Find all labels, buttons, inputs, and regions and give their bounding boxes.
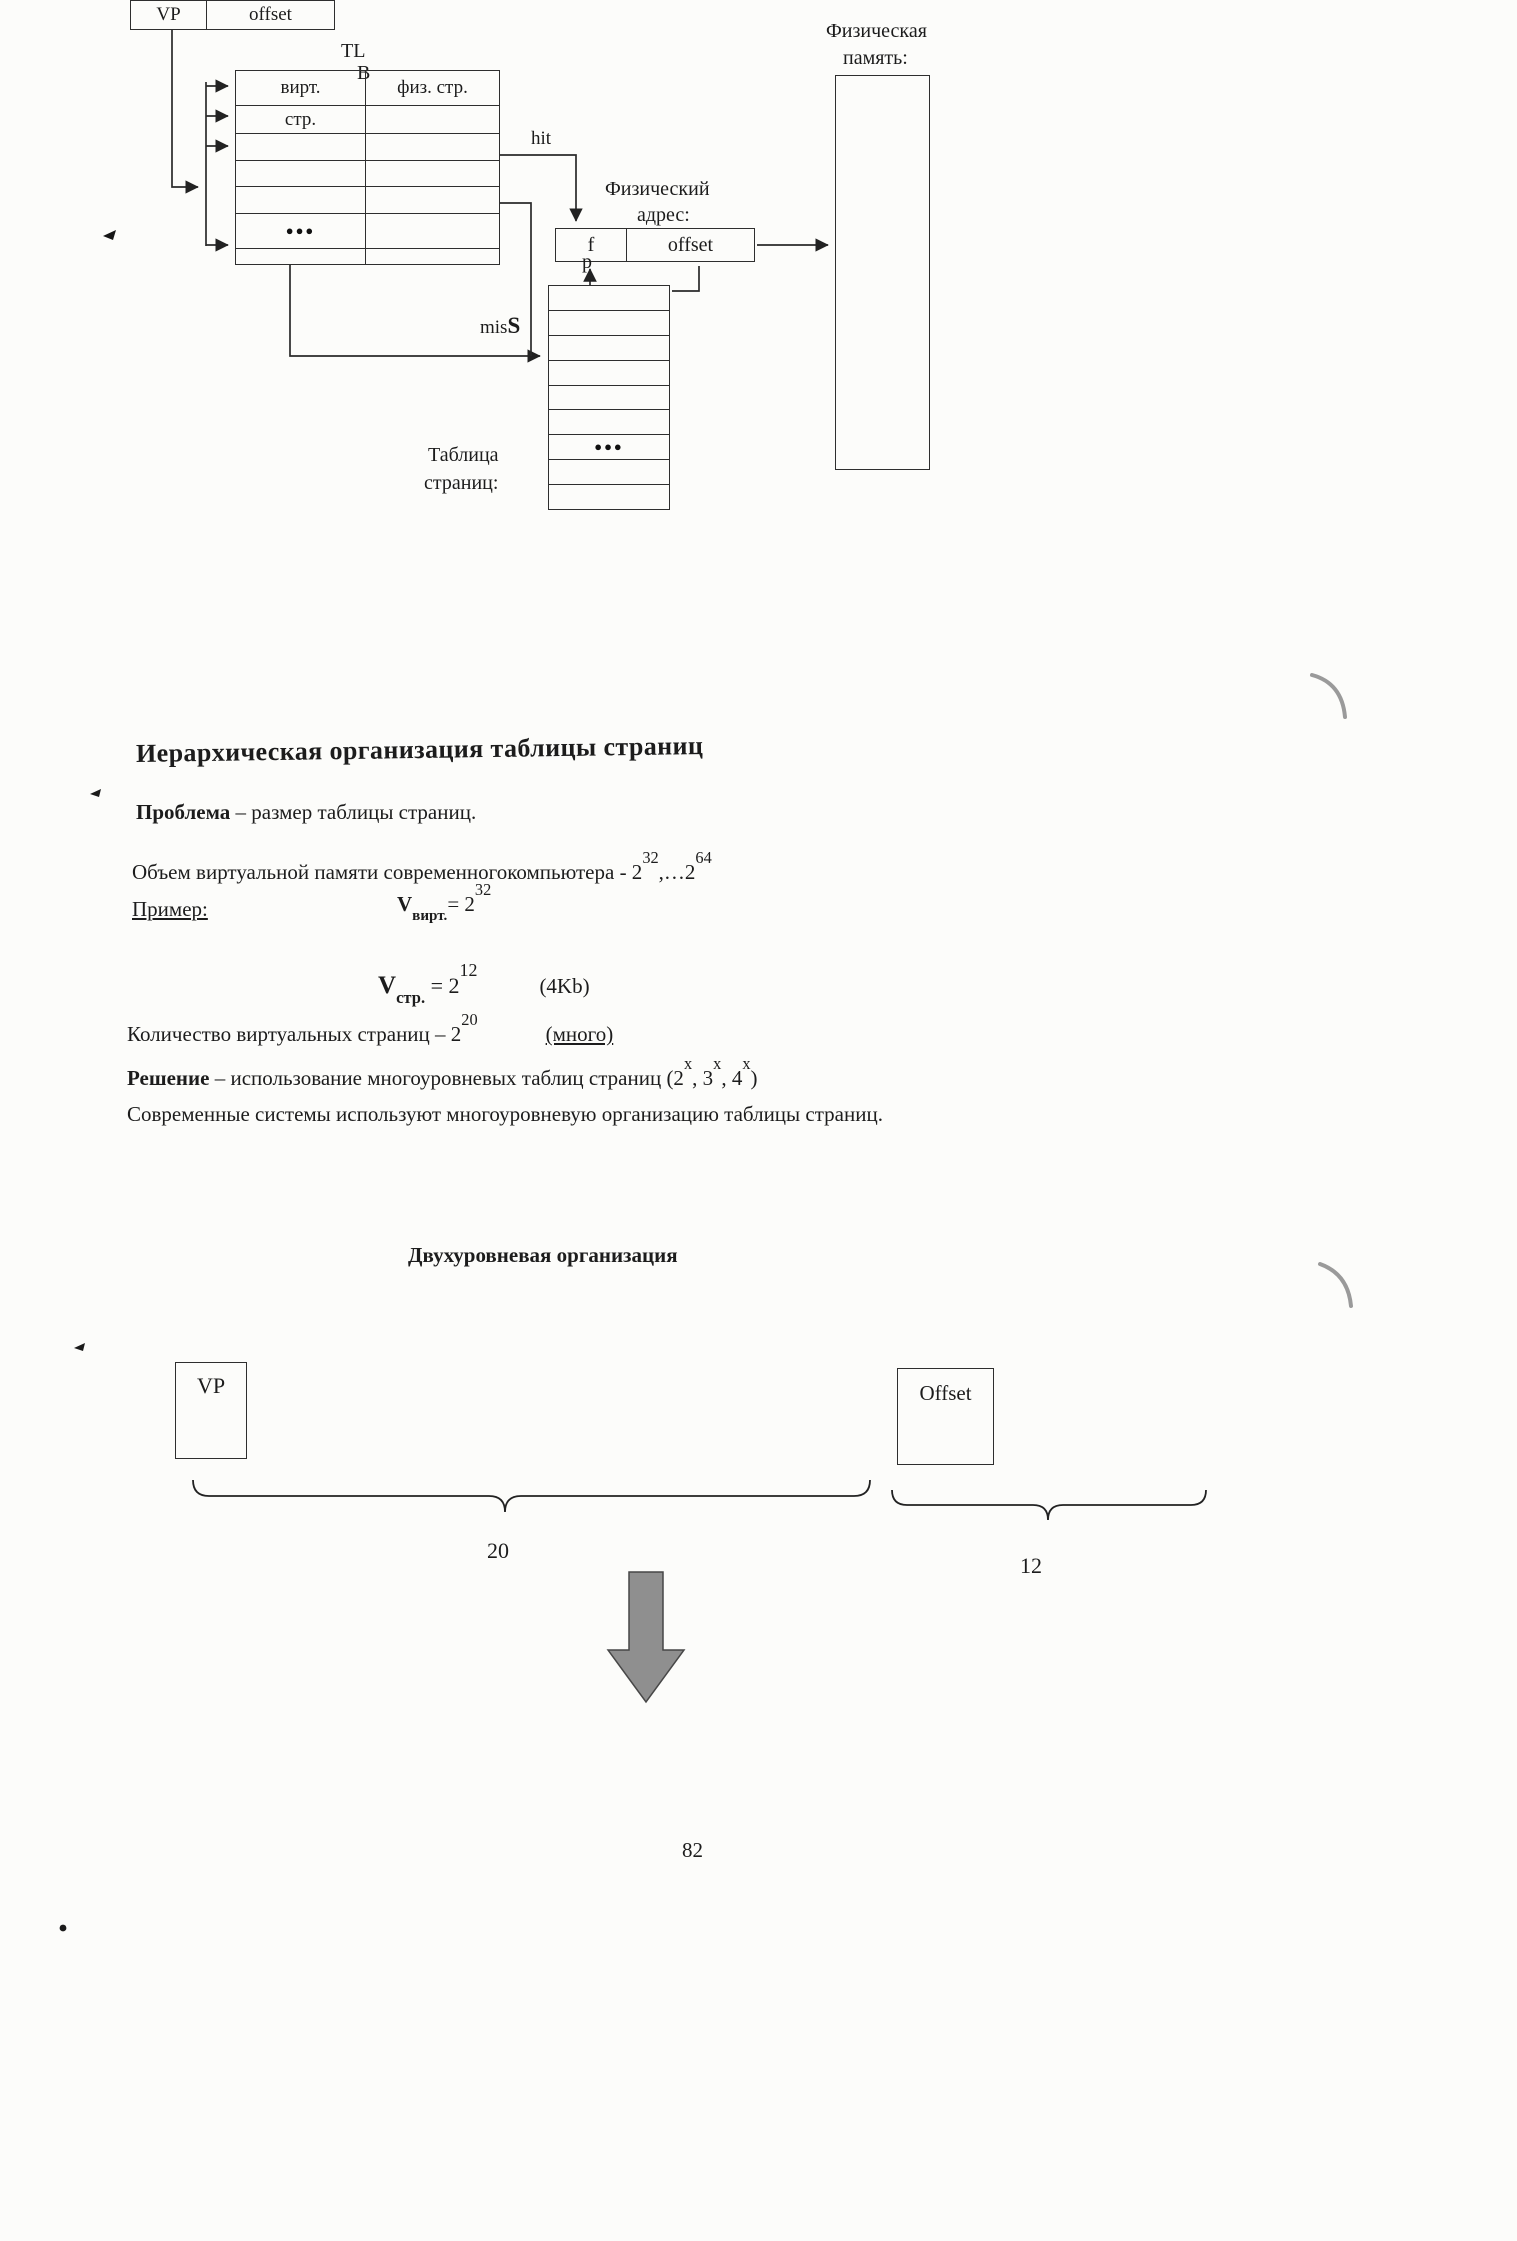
v-page-formula: Vстр. = 212 (4Kb) (378, 961, 590, 1006)
volume-mid: ,…2 (658, 860, 696, 884)
physical-address-label-line1: Физический (605, 178, 710, 200)
physical-memory-label-line1: Физическая (826, 20, 927, 42)
tlb-header-row: вирт. физ. стр. (236, 71, 499, 106)
tlb-row: стр. (236, 106, 499, 134)
v-virt-eq: = 2 (447, 892, 475, 916)
brace-low-bits (891, 1489, 1207, 1521)
page-table: ●●● (548, 285, 670, 510)
v-page-exp: 12 (459, 959, 478, 980)
p-char: p (582, 251, 592, 273)
scan-artifact (90, 789, 101, 797)
virtual-memory-size-line: Объем виртуальной памяти современногоком… (132, 849, 712, 885)
page-table-row (549, 311, 669, 336)
physical-memory-label-line2: память: (843, 47, 908, 69)
problem-term: Проблема (136, 800, 231, 824)
count-note: (много) (545, 1022, 614, 1046)
miss-label-suffix: S (507, 313, 521, 338)
tlb-col1-header: вирт. (236, 71, 366, 105)
vp-box: VP (175, 1362, 247, 1459)
low-bits-count: 12 (1020, 1553, 1042, 1578)
two-level-heading: Двухуровневая организация (408, 1243, 678, 1267)
exp-64: 64 (695, 848, 712, 868)
tlb-row (236, 161, 499, 187)
problem-line: Проблема – размер таблицы страниц. (136, 800, 476, 825)
miss-label: misS (480, 313, 520, 339)
exp-32: 32 (642, 848, 659, 868)
offset-box: Offset (897, 1368, 994, 1465)
solution-t2: , 3 (692, 1066, 714, 1090)
solution-x3: x (742, 1054, 751, 1074)
pagetable-frame-connector (672, 266, 700, 292)
solution-t1: – использование многоуровневых таблиц ст… (209, 1066, 684, 1090)
tlb-label-b: B (357, 62, 371, 84)
v-virt-base: V (397, 892, 413, 916)
scan-artifact (74, 1343, 85, 1351)
v-virt-formula: Vвирт.= 232 (397, 881, 491, 924)
modern-systems-line: Современные системы используют многоуров… (127, 1102, 883, 1126)
page-table-row (549, 460, 669, 486)
offset-field: offset (667, 233, 714, 256)
hit-arrow (500, 154, 583, 222)
page-table-row (549, 336, 669, 361)
solution-x2: x (713, 1054, 722, 1074)
miss-arrow (289, 265, 541, 363)
tlb-table: вирт. физ. стр. стр. ●●● (235, 70, 500, 265)
count-text: Количество виртуальных страниц – 2 (127, 1022, 462, 1046)
solution-t4: ) (750, 1066, 758, 1090)
example-label: Пример: (132, 897, 208, 921)
v-virt-sub: вирт. (412, 908, 448, 925)
page-table-row (549, 485, 669, 509)
page-table-row (549, 410, 669, 436)
tlb-row (236, 134, 499, 161)
frame-field: f (556, 229, 627, 261)
tlb-row (236, 187, 499, 214)
v-page-sub: стр. (396, 988, 426, 1008)
page-number: 82 (682, 1838, 703, 1862)
scan-artifact (103, 230, 116, 240)
v-page-eq: = 2 (425, 973, 460, 998)
tlb-label: TL (341, 40, 366, 62)
page-table-row (549, 361, 669, 386)
v-virt-exp: 32 (474, 880, 492, 900)
miss-label-prefix: mis (480, 317, 508, 338)
v-page-base: V (378, 972, 397, 999)
page-table-row (549, 386, 669, 411)
tlb-col2-header: физ. стр. (397, 77, 468, 98)
volume-text: Объем виртуальной памяти современногоком… (132, 860, 643, 884)
vp-field: VP (131, 1, 207, 29)
section-heading: Иерархическая организация таблицы страни… (135, 731, 704, 768)
high-bits-count: 20 (487, 1538, 509, 1563)
scan-artifact (59, 1924, 67, 1932)
page-table-label-line2: страниц: (424, 472, 499, 494)
offset-field: offset (249, 4, 292, 25)
solution-line: Решение – использование многоуровневых т… (127, 1055, 758, 1091)
v-page-note: (4Kb) (539, 974, 590, 998)
page-count-line: Количество виртуальных страниц – 220 (мно… (127, 1011, 614, 1047)
physical-address-box: f offset (555, 228, 755, 262)
page-table-ellipsis-row: ●●● (549, 435, 669, 461)
physical-address-label-line2: адрес: (637, 204, 690, 226)
scan-artifact (1310, 673, 1347, 719)
hit-label: hit (531, 128, 552, 149)
down-block-arrow (606, 1571, 686, 1704)
solution-term: Решение (127, 1066, 210, 1090)
page-table-label-line1: Таблица (428, 444, 499, 466)
brace-high-bits (192, 1479, 871, 1513)
virtual-address-box: VP offset (130, 0, 335, 30)
scan-artifact (1318, 1262, 1353, 1308)
tlb-row (236, 249, 499, 264)
physical-memory-box (835, 75, 930, 470)
problem-text: – размер таблицы страниц. (230, 800, 477, 824)
solution-x1: x (683, 1054, 693, 1074)
count-exp: 20 (461, 1010, 478, 1030)
page-table-row (549, 286, 669, 311)
vp-to-tlb-line (171, 30, 199, 194)
solution-t3: , 4 (721, 1066, 743, 1090)
tlb-col1-header-line2: стр. (236, 106, 366, 133)
tlb-ellipsis-row: ●●● (236, 214, 499, 249)
tlb-ellipsis: ●●● (236, 214, 366, 248)
